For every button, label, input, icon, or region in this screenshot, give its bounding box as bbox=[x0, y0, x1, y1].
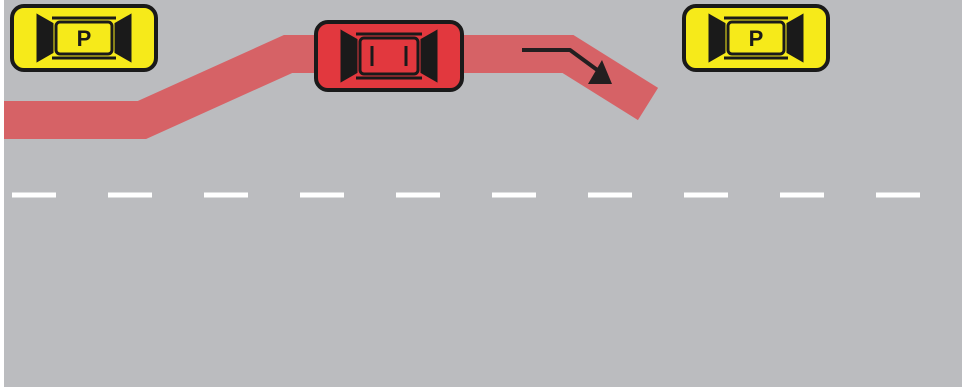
car-windows bbox=[36, 13, 132, 63]
car-roof bbox=[54, 20, 114, 56]
parked-label: P bbox=[749, 26, 764, 51]
car-windows bbox=[708, 13, 804, 63]
parked-car-right: P bbox=[682, 4, 830, 72]
moving-car bbox=[314, 20, 464, 92]
parked-label: P bbox=[77, 26, 92, 51]
direction-arrow-icon bbox=[522, 48, 612, 84]
car-roof bbox=[358, 36, 420, 76]
car-roof-detail bbox=[370, 46, 408, 66]
car-roof bbox=[726, 20, 786, 56]
parked-car-left: P bbox=[10, 4, 158, 72]
car-windows bbox=[340, 29, 438, 83]
car-path bbox=[4, 35, 659, 139]
